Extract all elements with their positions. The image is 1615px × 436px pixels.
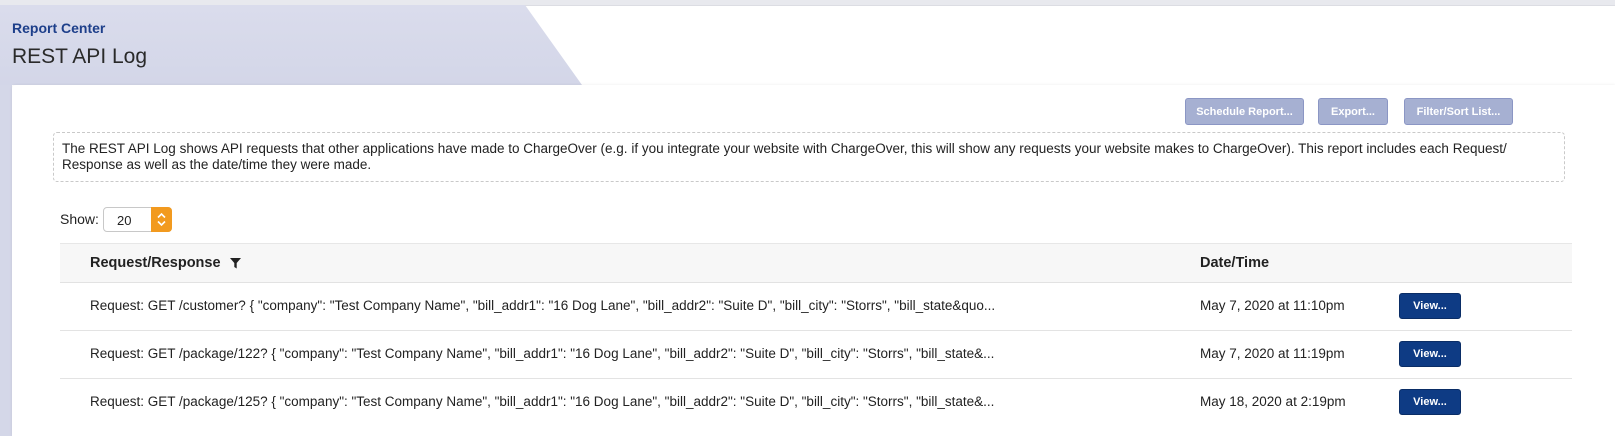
view-button[interactable]: View... xyxy=(1399,293,1461,319)
request-cell: Request: GET /package/125? { "company": … xyxy=(90,394,995,409)
date-cell: May 7, 2020 at 11:10pm xyxy=(1200,298,1345,313)
header-band xyxy=(0,5,582,85)
schedule-report-button[interactable]: Schedule Report... xyxy=(1185,98,1304,125)
table-row: Request: GET /package/125? { "company": … xyxy=(60,379,1572,426)
request-cell: Request: GET /customer? { "company": "Te… xyxy=(90,298,996,313)
view-button[interactable]: View... xyxy=(1399,389,1461,415)
report-panel: Schedule Report... Export... Filter/Sort… xyxy=(12,85,1615,436)
show-label: Show: xyxy=(60,211,99,227)
date-cell: May 7, 2020 at 11:19pm xyxy=(1200,346,1345,361)
table-row: Request: GET /customer? { "company": "Te… xyxy=(60,283,1572,331)
log-table: Request/Response Date/Time Request: GET … xyxy=(60,243,1572,426)
table-row: Request: GET /package/122? { "company": … xyxy=(60,331,1572,379)
breadcrumb[interactable]: Report Center xyxy=(12,20,106,36)
column-header-request[interactable]: Request/Response xyxy=(90,255,221,271)
page-size-stepper[interactable] xyxy=(151,207,172,232)
stepper-arrows-icon xyxy=(157,212,166,227)
filter-sort-button[interactable]: Filter/Sort List... xyxy=(1404,98,1513,125)
top-border xyxy=(0,0,1615,6)
report-description: The REST API Log shows API requests that… xyxy=(53,132,1565,182)
request-cell: Request: GET /package/122? { "company": … xyxy=(90,346,995,361)
left-strip xyxy=(0,85,12,436)
page-size-value: 20 xyxy=(117,213,132,228)
page-size-select[interactable]: 20 xyxy=(103,207,172,232)
export-button[interactable]: Export... xyxy=(1318,98,1388,125)
date-cell: May 18, 2020 at 2:19pm xyxy=(1200,394,1346,409)
table-header: Request/Response Date/Time xyxy=(60,243,1572,283)
filter-icon[interactable] xyxy=(230,258,241,269)
column-header-date[interactable]: Date/Time xyxy=(1200,255,1270,271)
view-button[interactable]: View... xyxy=(1399,341,1461,367)
page-title: REST API Log xyxy=(12,45,148,68)
